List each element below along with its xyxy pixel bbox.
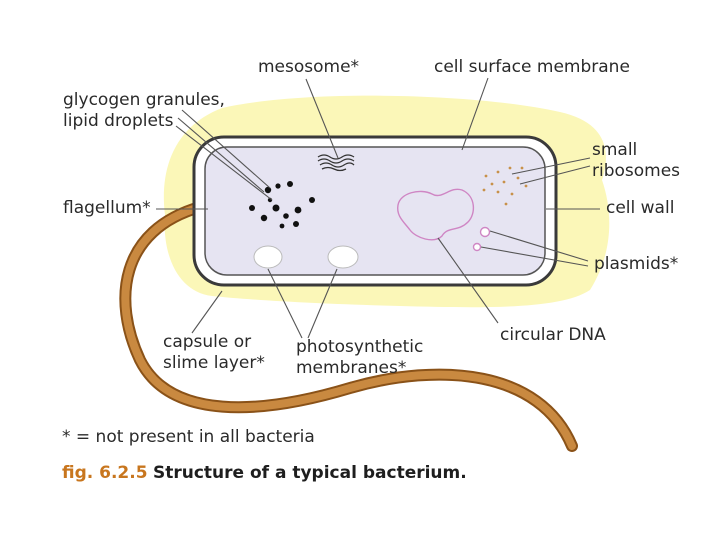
small-ribosomes — [482, 166, 528, 206]
label-capsule-line1: capsule or — [163, 332, 252, 352]
leader-photosynthetic-1 — [267, 268, 303, 339]
leader-glycogen-1 — [181, 109, 271, 189]
photosynthetic-membrane — [327, 245, 359, 269]
label-capsule-line2: slime layer* — [163, 353, 265, 373]
label-cell-wall: cell wall — [606, 198, 675, 218]
mesosome — [317, 154, 355, 172]
label-capsule: capsule or slime layer* — [163, 332, 265, 374]
label-glycogen-line1: glycogen granules, — [63, 90, 225, 110]
photosynthetic-membrane — [253, 245, 283, 269]
caption-text: Structure of a typical bacterium. — [152, 463, 467, 483]
plasmid — [472, 242, 482, 252]
label-mesosome: mesosome* — [258, 57, 360, 77]
leader-small-ribosomes-2 — [519, 165, 591, 185]
label-glycogen-line2: lipid droplets — [63, 111, 174, 131]
cell-surface-membrane — [204, 146, 546, 276]
leader-glycogen-3 — [175, 125, 273, 201]
label-small-ribosomes-line1: small — [592, 140, 638, 160]
flagellum-fill — [121, 203, 576, 450]
caption-number: fig. 6.2.5 — [62, 463, 148, 483]
circular-dna — [396, 188, 475, 241]
label-small-ribosomes: small ribosomes — [592, 140, 680, 182]
leader-photosynthetic-2 — [307, 268, 338, 339]
figure-caption: fig. 6.2.5 Structure of a typical bacter… — [62, 463, 467, 483]
leader-plasmids-2 — [480, 246, 589, 267]
leader-circular-dna — [437, 237, 499, 324]
label-plasmids: plasmids* — [594, 254, 679, 274]
plasmid — [479, 226, 491, 238]
leader-plasmids-1 — [489, 230, 589, 262]
leader-cell-surface-membrane — [461, 77, 489, 151]
glycogen-granules — [249, 181, 315, 229]
leader-small-ribosomes-1 — [511, 157, 591, 175]
label-cell-surface-membrane: cell surface membrane — [434, 57, 630, 77]
label-photosynthetic-line2: membranes* — [296, 358, 407, 378]
leader-glycogen-2 — [177, 117, 265, 193]
leader-capsule — [191, 290, 223, 334]
label-glycogen-granules: glycogen granules, lipid droplets — [63, 90, 225, 132]
label-photosynthetic-line1: photosynthetic — [296, 337, 424, 357]
label-photosynthetic-membranes: photosynthetic membranes* — [296, 337, 423, 379]
label-circular-dna: circular DNA — [500, 325, 606, 345]
footnote: * = not present in all bacteria — [62, 427, 315, 447]
leader-lines — [156, 77, 600, 339]
label-small-ribosomes-line2: ribosomes — [592, 161, 681, 181]
label-flagellum: flagellum* — [63, 198, 151, 218]
leader-mesosome — [305, 78, 339, 159]
